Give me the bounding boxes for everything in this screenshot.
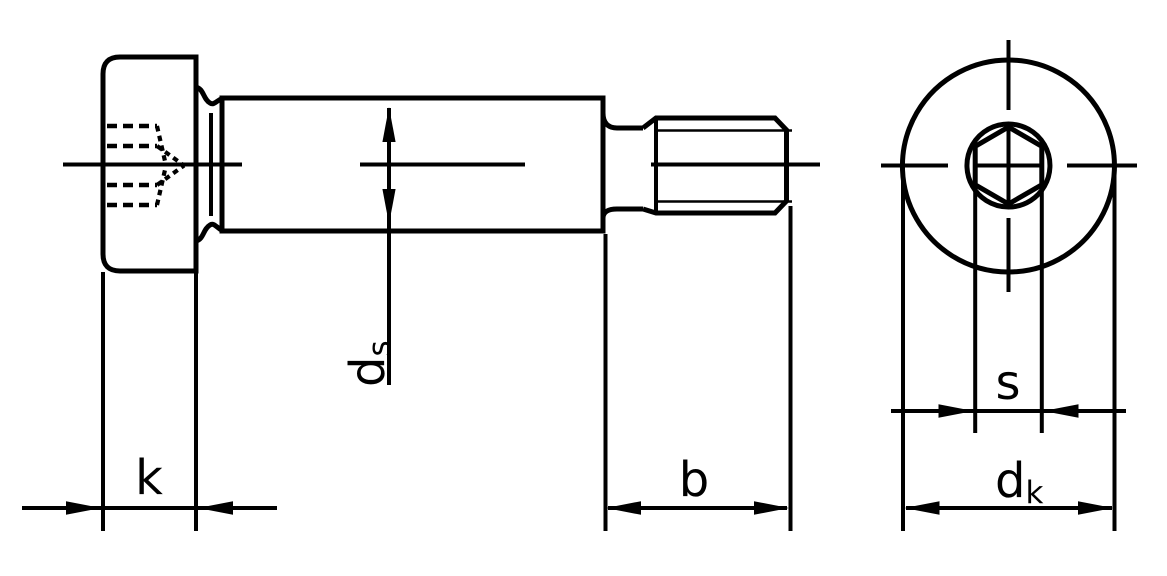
ds-arrow-down xyxy=(382,189,396,224)
hex-socket-hidden-lines xyxy=(107,123,186,208)
s-arrow-left xyxy=(938,404,974,418)
b-arrow-left xyxy=(606,501,641,515)
b-label: b xyxy=(679,452,709,508)
s-label: s xyxy=(995,355,1020,411)
dimension-s: s xyxy=(891,185,1126,433)
s-arrow-right xyxy=(1043,404,1079,418)
end-view: s dk xyxy=(881,40,1137,531)
dk-arrow-right xyxy=(1078,501,1113,515)
k-arrow-right xyxy=(198,501,233,515)
dimension-b: b xyxy=(603,206,793,531)
k-label: k xyxy=(135,450,163,506)
hex-socket xyxy=(972,124,1045,207)
dimension-k: k xyxy=(22,272,277,531)
ds-label: ds xyxy=(340,340,398,387)
thread-neck xyxy=(600,112,643,219)
b-arrow-right xyxy=(754,501,789,515)
dk-arrow-left xyxy=(904,501,940,515)
head-outline xyxy=(100,54,199,274)
k-arrow-left xyxy=(66,501,101,515)
dk-label: dk xyxy=(995,453,1043,511)
dimension-dk: dk xyxy=(901,167,1117,531)
ds-arrow-up xyxy=(382,107,396,142)
side-view: k ds b xyxy=(22,54,820,531)
dimension-ds: ds xyxy=(340,107,398,387)
socket-circle xyxy=(964,121,1053,210)
end-view-centerlines xyxy=(881,40,1137,292)
head-circle xyxy=(900,57,1117,275)
shoulder-outline xyxy=(219,95,606,234)
